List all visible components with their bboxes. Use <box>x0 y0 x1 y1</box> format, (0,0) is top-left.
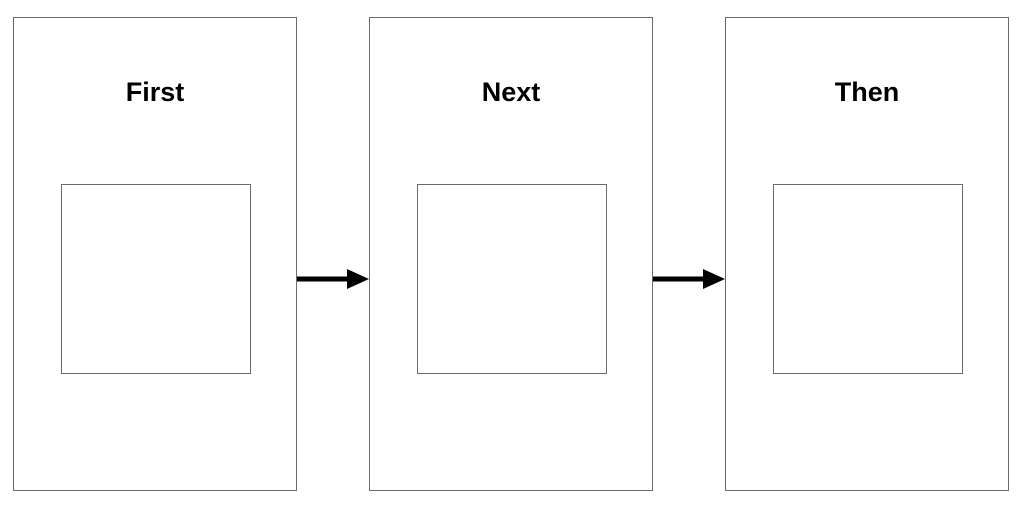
arrow-right-icon <box>653 269 725 289</box>
panel-next: Next <box>369 17 653 491</box>
panel-first: First <box>13 17 297 491</box>
inner-box <box>773 184 963 374</box>
arrow-right-icon <box>297 269 369 289</box>
panel-title: Then <box>834 77 900 107</box>
panel-title: Next <box>481 77 541 107</box>
panel-title: First <box>125 77 185 107</box>
inner-box <box>417 184 607 374</box>
panel-then: Then <box>725 17 1009 491</box>
inner-box <box>61 184 251 374</box>
